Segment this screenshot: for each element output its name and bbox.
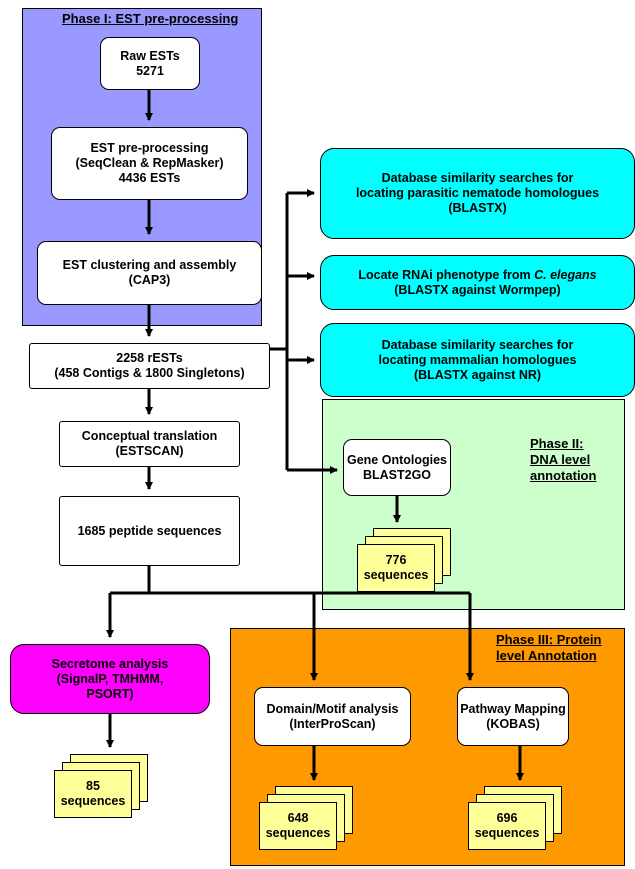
translation-box: Conceptual translation (ESTSCAN)	[59, 421, 240, 467]
sequence-number: 776	[385, 553, 407, 567]
peptides-label: 1685 peptide sequences	[77, 523, 222, 538]
sequence-label: sequences	[60, 794, 126, 808]
sequence-label: sequences	[363, 568, 429, 582]
clustering-title: EST clustering and assembly	[62, 258, 237, 272]
domain-sequences-stack: 648 sequences	[259, 786, 355, 850]
phase2-title: Phase II: DNA level annotation	[530, 436, 596, 484]
phase3-title-line: Phase III: Protein	[496, 632, 602, 647]
rests-box: 2258 rESTs (458 Contigs & 1800 Singleton…	[29, 343, 270, 389]
rnai-line: (BLASTX against Wormpep)	[394, 282, 561, 297]
gene-ontology-box: Gene Ontologies BLAST2GO	[343, 439, 451, 496]
rnai-phenotype-box: Locate RNAi phenotype from C. elegans (B…	[320, 255, 635, 310]
secretome-sequences-stack: 85 sequences	[54, 754, 150, 818]
raw-ests-box: Raw ESTs 5271	[100, 37, 200, 90]
pathway-title: Pathway Mapping	[460, 701, 566, 716]
sequence-number: 648	[287, 811, 309, 825]
secretome-sequences-count: 85 sequences	[54, 770, 132, 818]
rests-detail: (458 Contigs & 1800 Singletons)	[54, 366, 245, 380]
phase3-title-line: level Annotation	[496, 648, 597, 663]
mammalian-line: (BLASTX against NR)	[413, 367, 542, 382]
domain-motif-box: Domain/Motif analysis (InterProScan)	[254, 687, 411, 746]
go-sequences-count: 776 sequences	[357, 544, 435, 592]
phase2-title-line: annotation	[530, 468, 597, 483]
domain-tool: (InterProScan)	[289, 716, 376, 731]
phase2-title-line: Phase II:	[530, 436, 584, 451]
pathway-tool: (KOBAS)	[486, 716, 540, 731]
gene-ontology-tool: BLAST2GO	[362, 467, 432, 482]
secretome-line: Secretome analysis	[51, 656, 169, 671]
go-sequences-stack: 776 sequences	[357, 528, 453, 592]
parasitic-homologues-box: Database similarity searches for locatin…	[320, 148, 635, 239]
parasitic-line: Database similarity searches for	[381, 171, 574, 185]
secretome-line: PSORT)	[86, 686, 134, 701]
peptides-box: 1685 peptide sequences	[59, 496, 240, 566]
pathway-mapping-box: Pathway Mapping (KOBAS)	[457, 687, 569, 746]
sequence-number: 85	[86, 779, 100, 793]
preprocessing-count: 4436 ESTs	[118, 171, 181, 185]
parasitic-line: (BLASTX)	[448, 201, 507, 215]
rnai-line: Locate RNAi phenotype from C. elegans	[358, 268, 596, 283]
clustering-box: EST clustering and assembly (CAP3)	[37, 241, 262, 305]
mammalian-homologues-box: Database similarity searches for locatin…	[320, 323, 635, 397]
phase1-title: Phase I: EST pre-processing	[62, 11, 239, 26]
secretome-box: Secretome analysis (SignalP, TMHMM, PSOR…	[10, 644, 210, 714]
phase2-title-line: DNA level	[530, 452, 591, 467]
pathway-sequences-stack: 696 sequences	[468, 786, 564, 850]
preprocessing-title: EST pre-processing	[90, 141, 209, 155]
secretome-line: (SignalP, TMHMM,	[56, 671, 164, 686]
translation-title: Conceptual translation	[81, 429, 218, 443]
raw-ests-count: 5271	[136, 63, 164, 78]
mammalian-line: locating mammalian homologues	[378, 352, 577, 367]
sequence-label: sequences	[265, 826, 331, 840]
sequence-label: sequences	[474, 826, 540, 840]
sequence-number: 696	[496, 811, 518, 825]
translation-tool: (ESTSCAN)	[115, 444, 184, 458]
raw-ests-label: Raw ESTs	[120, 48, 180, 63]
parasitic-line: locating parasitic nematode homologues	[355, 186, 600, 200]
preprocessing-box: EST pre-processing (SeqClean & RepMasker…	[51, 127, 248, 200]
mammalian-line: Database similarity searches for	[381, 337, 574, 352]
rnai-species: C. elegans	[534, 267, 597, 282]
domain-title: Domain/Motif analysis	[266, 701, 399, 716]
preprocessing-tools: (SeqClean & RepMasker)	[75, 156, 224, 170]
phase3-title: Phase III: Protein level Annotation	[496, 632, 601, 664]
clustering-tool: (CAP3)	[128, 273, 171, 287]
rnai-prefix: Locate RNAi phenotype from	[358, 267, 535, 282]
pathway-sequences-count: 696 sequences	[468, 802, 546, 850]
domain-sequences-count: 648 sequences	[259, 802, 337, 850]
rests-count: 2258 rESTs	[116, 351, 183, 365]
gene-ontology-title: Gene Ontologies	[346, 452, 447, 467]
